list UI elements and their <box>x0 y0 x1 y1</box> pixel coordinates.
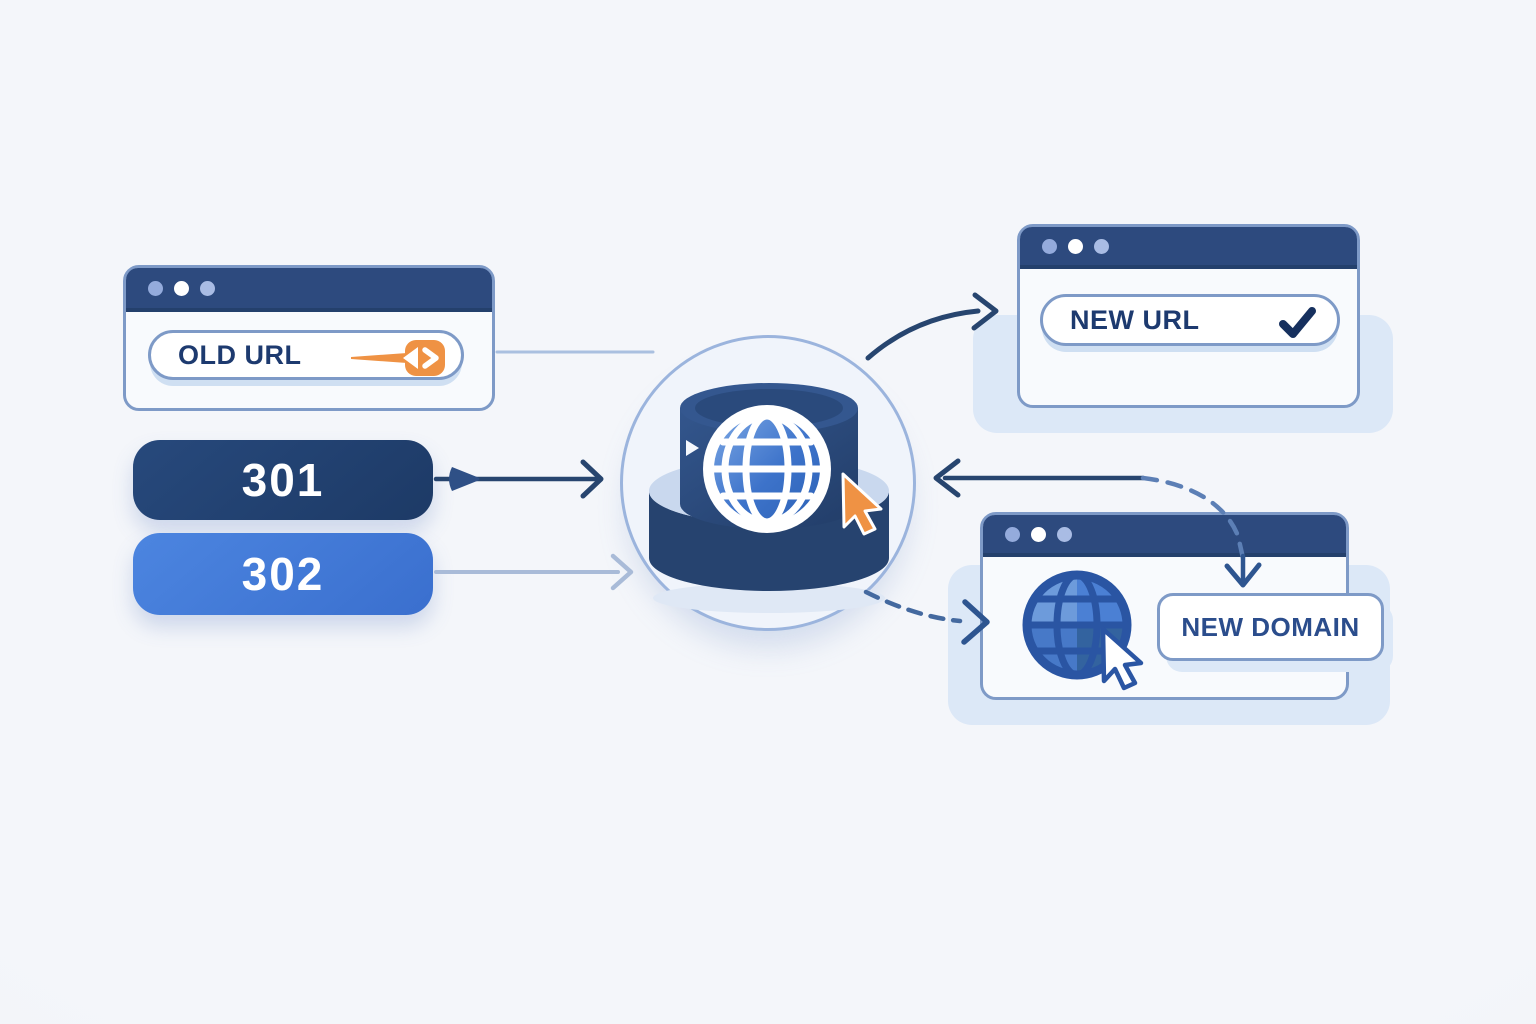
old-url-titlebar <box>126 268 492 312</box>
old-url-browser-window: OLD URL <box>123 265 495 411</box>
cursor-arrow-icon <box>1100 626 1144 691</box>
new-domain-titlebar <box>983 515 1346 557</box>
orange-redirect-arrow-icon <box>351 340 445 376</box>
play-marker-icon <box>686 440 699 456</box>
window-dot-icon <box>174 280 189 296</box>
old-url-address-bar: OLD URL <box>148 330 464 380</box>
status-code-302-badge: 302 <box>133 533 433 615</box>
window-dot-icon <box>1068 238 1083 254</box>
globe-icon <box>1022 570 1144 691</box>
new-url-browser-window: NEW URL <box>1017 224 1360 408</box>
checkmark-icon <box>1279 307 1316 338</box>
window-dot-icon <box>1005 526 1020 542</box>
new-domain-label: NEW DOMAIN <box>1157 593 1384 661</box>
arrow-301-head <box>580 459 604 499</box>
status-code-302-text: 302 <box>241 548 325 600</box>
orange-cursor-icon <box>841 472 883 536</box>
server-globe-icon <box>649 383 889 613</box>
arrow-to-hub-head <box>933 458 961 498</box>
old-url-label: OLD URL <box>178 339 302 370</box>
status-code-301-text: 301 <box>241 454 325 506</box>
arrow-301-marker <box>449 467 480 491</box>
status-code-301-badge: 301 <box>133 440 433 520</box>
window-dot-icon <box>148 280 163 296</box>
window-dot-icon <box>1042 238 1057 254</box>
window-dot-icon <box>1031 526 1046 542</box>
window-dot-icon <box>1094 238 1109 254</box>
window-dot-icon <box>1057 526 1072 542</box>
redirect-hub-circle <box>620 335 916 631</box>
new-url-label: NEW URL <box>1070 304 1200 335</box>
new-url-address-bar: NEW URL <box>1040 294 1340 346</box>
window-dot-icon <box>200 280 215 296</box>
new-url-titlebar <box>1020 227 1357 269</box>
